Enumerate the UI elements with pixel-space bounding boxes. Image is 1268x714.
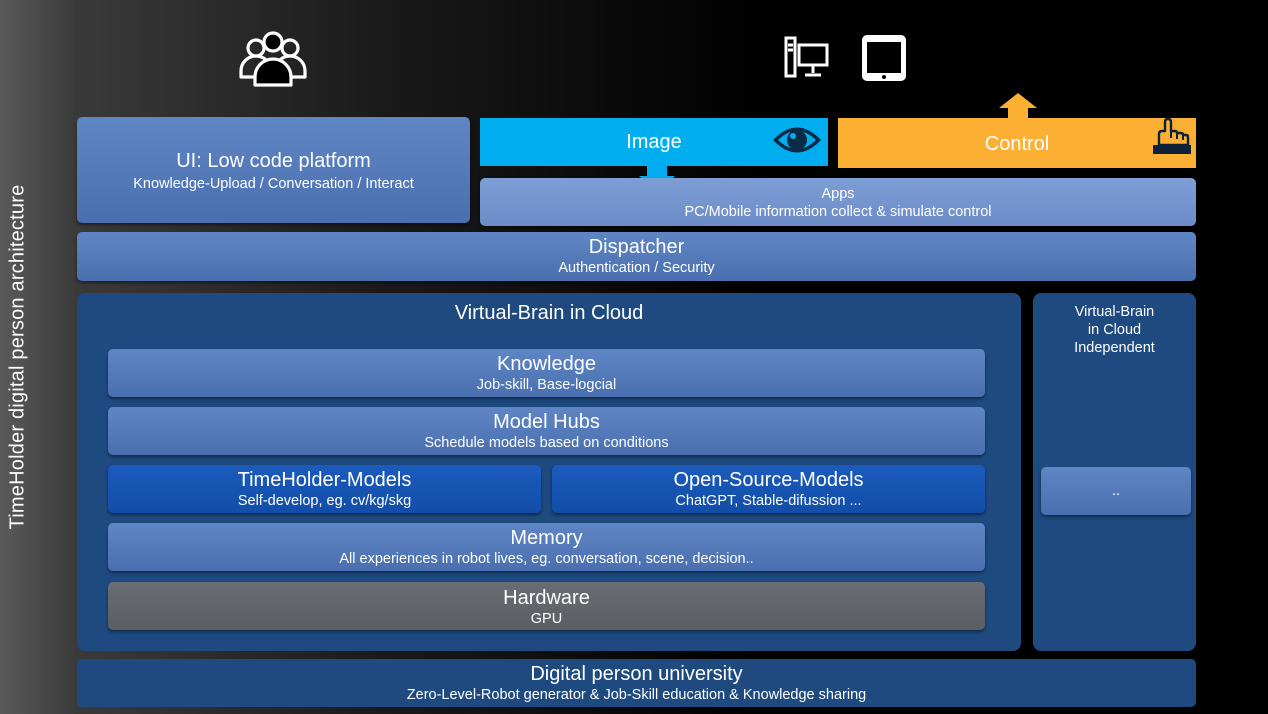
- timeholder-models-title: TimeHolder-Models: [237, 469, 412, 491]
- open-source-models-title: Open-Source-Models: [673, 469, 864, 491]
- control-bar: Control: [838, 118, 1196, 168]
- model-hubs-subtitle: Schedule models based on conditions: [424, 435, 669, 451]
- independent-line-2: in Cloud: [1087, 322, 1142, 338]
- independent-line-3: Independent: [1074, 340, 1155, 356]
- open-source-models-subtitle: ChatGPT, Stable-difussion ...: [675, 493, 862, 509]
- university-title: Digital person university: [530, 663, 743, 685]
- independent-placeholder-box: ..: [1041, 467, 1191, 515]
- image-label: Image: [626, 131, 682, 153]
- memory-box: Memory All experiences in robot lives, e…: [108, 523, 985, 571]
- ui-platform-subtitle: Knowledge-Upload / Conversation / Intera…: [133, 176, 414, 192]
- university-subtitle: Zero-Level-Robot generator & Job-Skill e…: [406, 687, 867, 703]
- apps-box: Apps PC/Mobile information collect & sim…: [480, 178, 1196, 226]
- independent-line-1: Virtual-Brain: [1074, 304, 1155, 320]
- hardware-subtitle: GPU: [530, 611, 563, 627]
- knowledge-subtitle: Job-skill, Base-logcial: [476, 377, 617, 393]
- knowledge-box: Knowledge Job-skill, Base-logcial: [108, 349, 985, 397]
- dispatcher-subtitle: Authentication / Security: [558, 260, 715, 276]
- pointing-hand-icon: [1153, 118, 1191, 154]
- hardware-box: Hardware GPU: [108, 582, 985, 630]
- virtual-brain-title: Virtual-Brain in Cloud: [454, 302, 644, 324]
- eye-icon: [773, 127, 821, 153]
- control-label: Control: [984, 133, 1050, 155]
- timeholder-models-box: TimeHolder-Models Self-develop, eg. cv/k…: [108, 465, 541, 513]
- knowledge-title: Knowledge: [497, 353, 596, 375]
- memory-title: Memory: [510, 527, 583, 549]
- independent-placeholder-text: ..: [1111, 483, 1121, 499]
- model-hubs-title: Model Hubs: [493, 411, 600, 433]
- tablet-icon: [862, 35, 906, 81]
- timeholder-models-subtitle: Self-develop, eg. cv/kg/skg: [237, 493, 412, 509]
- apps-subtitle: PC/Mobile information collect & simulate…: [684, 204, 992, 220]
- hardware-title: Hardware: [503, 587, 590, 609]
- dispatcher-box: Dispatcher Authentication / Security: [77, 232, 1196, 281]
- university-box: Digital person university Zero-Level-Rob…: [77, 659, 1196, 707]
- ui-platform-title: UI: Low code platform: [176, 150, 371, 172]
- arrow-up-icon: [999, 93, 1037, 119]
- users-icon: [239, 31, 307, 87]
- side-title: TimeHolder digital person architecture: [6, 184, 29, 530]
- open-source-models-box: Open-Source-Models ChatGPT, Stable-difus…: [552, 465, 985, 513]
- image-bar: Image: [480, 118, 828, 166]
- memory-subtitle: All experiences in robot lives, eg. conv…: [339, 551, 754, 567]
- model-hubs-box: Model Hubs Schedule models based on cond…: [108, 407, 985, 455]
- apps-title: Apps: [821, 186, 855, 202]
- dispatcher-title: Dispatcher: [588, 236, 685, 258]
- desktop-computer-icon: [784, 36, 829, 78]
- ui-low-code-platform-box: UI: Low code platform Knowledge-Upload /…: [77, 117, 470, 223]
